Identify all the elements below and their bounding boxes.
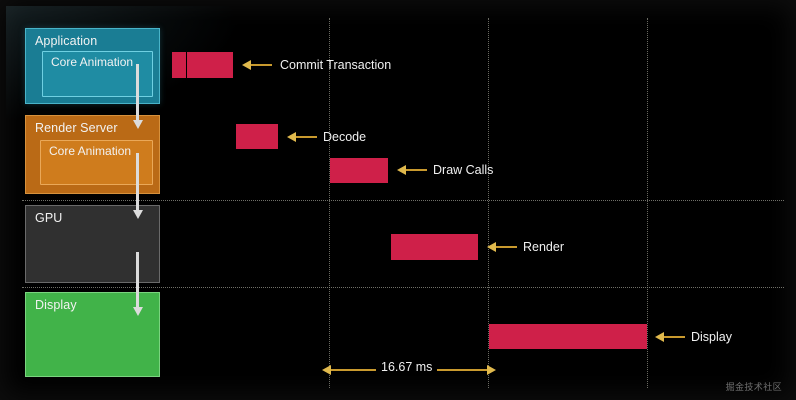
lane-gpu-title: GPU [35, 211, 63, 225]
callout-arrow-commit-transaction [250, 64, 272, 66]
lane-render-server-core-animation-label: Core Animation [49, 144, 132, 158]
callout-arrow-draw-calls [405, 169, 427, 171]
callout-arrow-decode [295, 136, 317, 138]
lane-display-title: Display [35, 298, 77, 312]
callout-label-render: Render [523, 240, 564, 254]
gridline-horizontal-2 [22, 287, 784, 288]
callout-label-display: Display [691, 330, 732, 344]
bar-commit-transaction [172, 52, 233, 78]
callout-arrow-render [495, 246, 517, 248]
lane-render-server-title: Render Server [35, 121, 118, 135]
bar-display [489, 324, 647, 349]
lane-render-server-core-animation: Core Animation [40, 140, 153, 185]
lane-application-core-animation-label: Core Animation [51, 55, 134, 69]
bar-render [391, 234, 478, 260]
frame-duration-label: 16.67 ms [376, 360, 438, 374]
lane-application-core-animation: Core Animation [42, 51, 153, 97]
callout-arrow-display [663, 336, 685, 338]
lane-application-title: Application [35, 34, 98, 48]
callout-label-draw-calls: Draw Calls [433, 163, 494, 177]
gridline-vertical-2 [488, 18, 489, 388]
flow-arrow-application-to-render-server [136, 64, 139, 121]
bar-decode [236, 124, 278, 149]
flow-arrow-gpu-to-display [136, 252, 139, 308]
gridline-vertical-3 [647, 18, 648, 388]
flow-arrow-render-server-to-gpu [136, 153, 139, 211]
lane-application: Application Core Animation [25, 28, 160, 104]
gridline-horizontal-1 [22, 200, 784, 201]
callout-label-commit-transaction: Commit Transaction [280, 58, 392, 72]
watermark-text: 掘金技术社区 [725, 382, 782, 392]
callout-label-decode: Decode [323, 130, 367, 144]
bar-draw-calls [330, 158, 388, 183]
bar-commit-transaction-divider [186, 52, 187, 78]
lane-display: Display [25, 292, 160, 377]
gridline-vertical-1 [329, 18, 330, 388]
